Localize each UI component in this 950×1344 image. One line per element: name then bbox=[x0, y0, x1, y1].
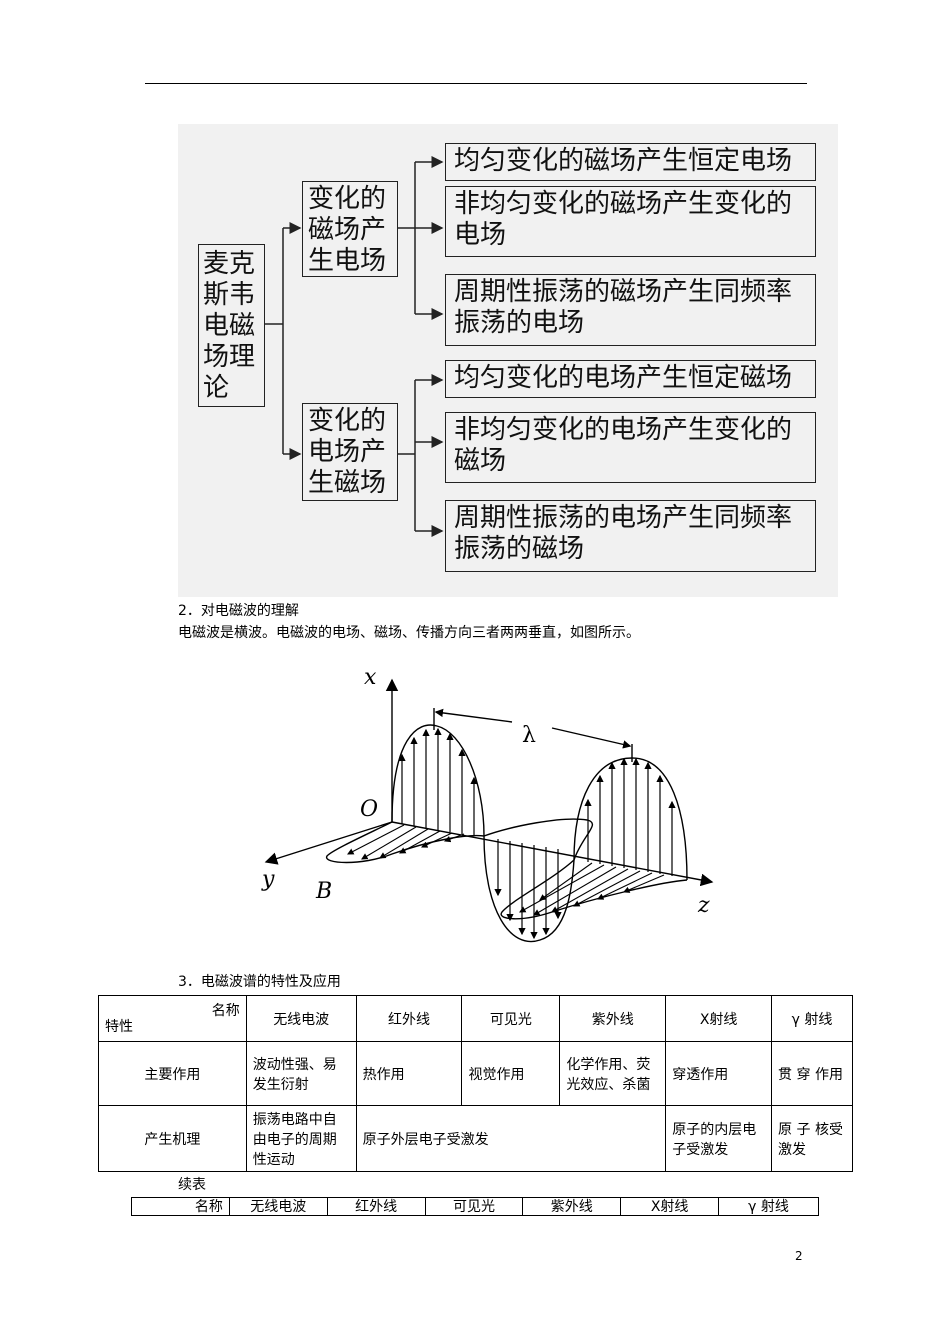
column-header: X射线 bbox=[666, 996, 772, 1042]
row-label: 产生机理 bbox=[99, 1106, 247, 1172]
corner-header-cell: 名称 特性 bbox=[99, 996, 247, 1042]
em-wave-figure: x O y B z λ bbox=[252, 650, 732, 968]
leaf-box: 均匀变化的电场产生恒定磁场 bbox=[445, 360, 816, 398]
section-2-heading: 2．对电磁波的理解 bbox=[178, 602, 299, 620]
branch-label: 变化的磁场产生电场 bbox=[308, 184, 386, 276]
table-cell: 热作用 bbox=[356, 1042, 462, 1106]
leaf-box: 均匀变化的磁场产生恒定电场 bbox=[445, 143, 816, 181]
table-row: 主要作用 波动性强、易发生衍射 热作用 视觉作用 化学作用、荧光效应、杀菌 穿透… bbox=[99, 1042, 853, 1106]
column-header: γ 射线 bbox=[772, 996, 853, 1042]
column-header: 无线电波 bbox=[229, 1198, 327, 1216]
axis-y-label: y bbox=[261, 867, 275, 892]
leaf-label: 均匀变化的磁场产生恒定电场 bbox=[454, 146, 792, 176]
column-header: X射线 bbox=[621, 1198, 719, 1216]
branch-box-electric: 变化的电场产生磁场 bbox=[302, 403, 398, 501]
branch-box-magnetic: 变化的磁场产生电场 bbox=[302, 181, 398, 277]
axis-x-label: x bbox=[364, 665, 377, 690]
leaf-box: 非均匀变化的电场产生变化的磁场 bbox=[445, 412, 816, 483]
page-number: 2 bbox=[795, 1249, 803, 1263]
section-2-text: 电磁波是横波。电磁波的电场、磁场、传播方向三者两两垂直，如图所示。 bbox=[178, 624, 640, 642]
table-cell: 视觉作用 bbox=[462, 1042, 560, 1106]
leaf-label: 周期性振荡的磁场产生同频率振荡的电场 bbox=[454, 277, 792, 338]
leaf-label: 均匀变化的电场产生恒定磁场 bbox=[454, 363, 792, 393]
row-label: 主要作用 bbox=[99, 1042, 247, 1106]
corner-property: 特性 bbox=[105, 1019, 240, 1035]
origin-label: O bbox=[360, 797, 378, 822]
table-cell: 原子外层电子受激发 bbox=[356, 1106, 666, 1172]
root-label: 麦克斯韦电磁场理论 bbox=[203, 249, 255, 403]
table-cell: 贯 穿 作用 bbox=[772, 1042, 853, 1106]
spectrum-table-continued: 名称 无线电波 红外线 可见光 紫外线 X射线 γ 射线 bbox=[131, 1197, 819, 1216]
table-row: 产生机理 振荡电路中自由电子的周期性运动 原子外层电子受激发 原子的内层电子受激… bbox=[99, 1106, 853, 1172]
table-cell: 原子的内层电子受激发 bbox=[666, 1106, 772, 1172]
table-cell: 振荡电路中自由电子的周期性运动 bbox=[246, 1106, 356, 1172]
leaf-box: 周期性振荡的磁场产生同频率振荡的电场 bbox=[445, 274, 816, 346]
column-header: 可见光 bbox=[462, 996, 560, 1042]
wavelength-label: λ bbox=[522, 723, 536, 748]
root-box: 麦克斯韦电磁场理论 bbox=[198, 244, 265, 407]
section-3-heading: 3．电磁波谱的特性及应用 bbox=[178, 973, 341, 991]
column-header: 红外线 bbox=[327, 1198, 425, 1216]
em-wave-drawing: x O y B z λ bbox=[252, 650, 732, 968]
table-header-row: 名称 无线电波 红外线 可见光 紫外线 X射线 γ 射线 bbox=[132, 1198, 819, 1216]
table-header-row: 名称 特性 无线电波 红外线 可见光 紫外线 X射线 γ 射线 bbox=[99, 996, 853, 1042]
axis-z-label: z bbox=[697, 893, 710, 918]
corner-name: 名称 bbox=[105, 1003, 240, 1019]
leaf-label: 非均匀变化的电场产生变化的磁场 bbox=[454, 415, 792, 476]
table-cell: 原 子 核受激发 bbox=[772, 1106, 853, 1172]
table-cell: 化学作用、荧光效应、杀菌 bbox=[560, 1042, 666, 1106]
leaf-label: 周期性振荡的电场产生同频率振荡的磁场 bbox=[454, 503, 792, 564]
maxwell-concept-map: 麦克斯韦电磁场理论 变化的磁场产生电场 变化的电场产生磁场 均匀变化的磁场产生恒… bbox=[178, 124, 838, 597]
branch-label: 变化的电场产生磁场 bbox=[308, 406, 386, 498]
continued-label: 续表 bbox=[178, 1176, 206, 1194]
table-cell: 波动性强、易发生衍射 bbox=[246, 1042, 356, 1106]
column-header: γ 射线 bbox=[719, 1198, 819, 1216]
b-field-label: B bbox=[315, 879, 332, 904]
spectrum-table: 名称 特性 无线电波 红外线 可见光 紫外线 X射线 γ 射线 主要作用 波动性… bbox=[98, 995, 853, 1172]
leaf-box: 周期性振荡的电场产生同频率振荡的磁场 bbox=[445, 500, 816, 572]
column-header: 红外线 bbox=[356, 996, 462, 1042]
leaf-label: 非均匀变化的磁场产生变化的电场 bbox=[454, 189, 792, 250]
table-cell: 穿透作用 bbox=[666, 1042, 772, 1106]
column-header: 紫外线 bbox=[560, 996, 666, 1042]
column-header: 紫外线 bbox=[523, 1198, 621, 1216]
header-rule bbox=[145, 83, 807, 84]
column-header: 名称 bbox=[132, 1198, 230, 1216]
column-header: 可见光 bbox=[425, 1198, 523, 1216]
leaf-box: 非均匀变化的磁场产生变化的电场 bbox=[445, 186, 816, 257]
column-header: 无线电波 bbox=[246, 996, 356, 1042]
